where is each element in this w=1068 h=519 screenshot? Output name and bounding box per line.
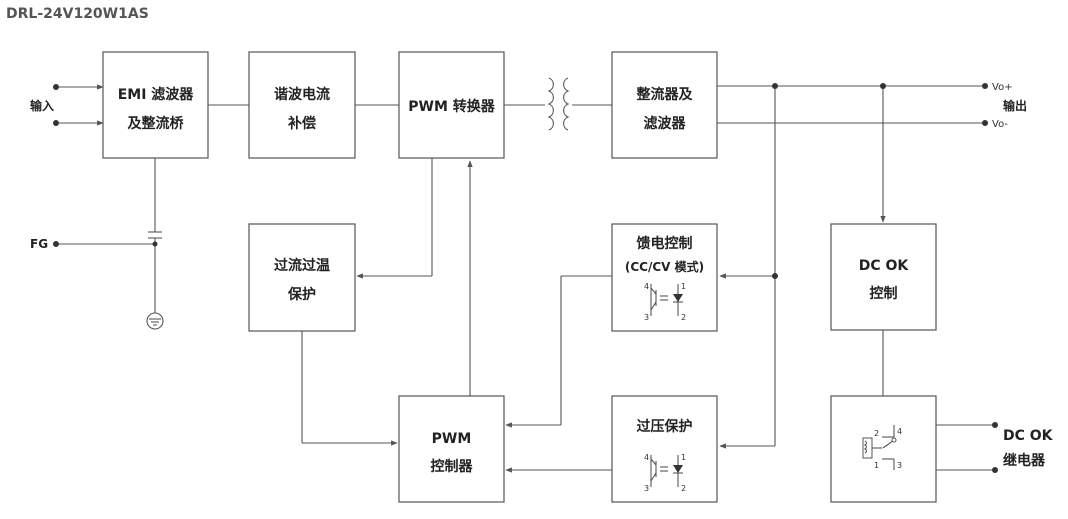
svg-text:EMI 滤波器: EMI 滤波器 [118,86,195,103]
svg-text:1: 1 [681,453,686,462]
connection-lines [56,84,995,473]
junction-dots [53,83,998,473]
svg-text:1: 1 [681,282,686,291]
block-overcurrent-protection: 过流过温 保护 [248,223,356,332]
block-pwm-controller: PWM 控制器 [398,395,505,503]
svg-text:滤波器: 滤波器 [644,115,687,132]
block-harmonic-compensation: 谐波电流 补偿 [248,51,356,159]
dc-ok-relay-label-1: DC OK [1003,428,1054,444]
output-label: 输出 [1003,98,1027,113]
svg-text:过压保护: 过压保护 [637,418,693,435]
block-overvoltage-protection: 过压保护 4 3 1 2 [611,395,718,503]
svg-text:1: 1 [874,461,879,470]
svg-text:PWM: PWM [432,431,472,447]
svg-text:及整流桥: 及整流桥 [128,115,185,132]
svg-text:馈电控制: 馈电控制 [637,235,693,252]
fg-label: FG [30,237,48,251]
svg-text:过流过温: 过流过温 [274,257,330,274]
transformer-icon [547,77,570,131]
svg-text:(CC/CV 模式): (CC/CV 模式) [625,259,704,274]
block-rectifier-filter: 整流器及 滤波器 [611,51,718,159]
svg-text:3: 3 [897,461,902,470]
svg-text:控制器: 控制器 [431,458,474,475]
svg-text:谐波电流: 谐波电流 [274,86,330,103]
block-pwm-converter: PWM 转换器 [398,51,505,159]
svg-text:3: 3 [644,484,649,493]
svg-text:控制: 控制 [870,285,898,302]
svg-text:保护: 保护 [287,286,316,303]
svg-text:2: 2 [681,313,686,322]
block-feedback-control: 馈电控制 (CC/CV 模式) 4 3 1 2 [611,223,718,332]
block-dc-ok-control: DC OK 控制 [830,223,937,331]
earth-ground-icon [146,312,164,330]
svg-text:DC OK: DC OK [859,258,910,274]
svg-text:补偿: 补偿 [287,115,316,132]
svg-text:4: 4 [644,453,649,462]
svg-text:整流器及: 整流器及 [636,86,694,103]
input-label: 输入 [30,98,54,113]
relay-icon: 2 1 4 3 [862,425,902,470]
optocoupler-icon: 4 3 1 2 [644,282,686,322]
svg-text:2: 2 [681,484,686,493]
svg-text:4: 4 [897,427,902,436]
optocoupler-icon: 4 3 1 2 [644,453,686,493]
block-dc-ok-relay: 2 1 4 3 [830,395,937,503]
diagram-title: DRL-24V120W1AS [6,6,149,22]
svg-text:3: 3 [644,313,649,322]
vo-minus-label: Vo- [992,119,1008,130]
svg-text:4: 4 [644,282,649,291]
svg-text:2: 2 [874,429,879,438]
vo-plus-label: Vo+ [992,82,1013,93]
block-emi-filter: EMI 滤波器 及整流桥 [102,51,209,159]
dc-ok-relay-label-2: 继电器 [1003,452,1046,469]
svg-text:PWM 转换器: PWM 转换器 [408,98,496,115]
